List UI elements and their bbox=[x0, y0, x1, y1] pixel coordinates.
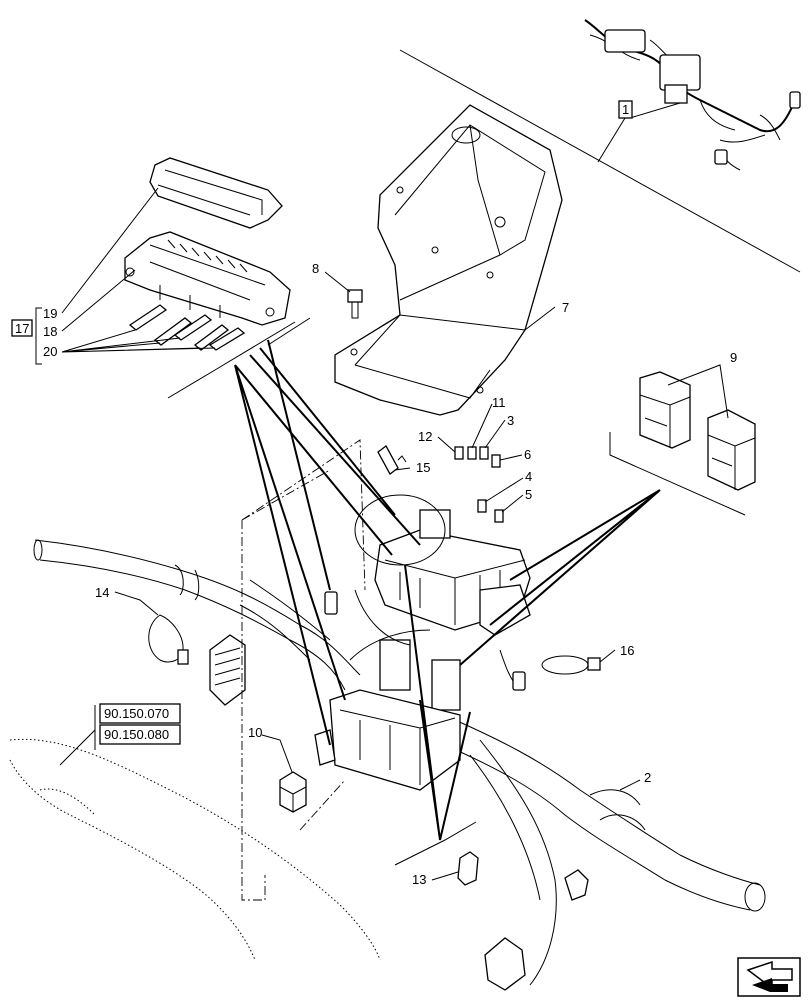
leader-bracket-top bbox=[167, 321, 296, 399]
callout-17: 17 bbox=[15, 321, 29, 336]
cable-tie-right bbox=[541, 655, 601, 675]
relay-group-bracket bbox=[609, 432, 746, 516]
diode-plug bbox=[377, 445, 407, 475]
callout-15: 15 bbox=[416, 460, 430, 475]
diagonal-separator-line bbox=[399, 49, 801, 273]
central-fuse-relay-assembly bbox=[314, 494, 531, 791]
callout-bracket bbox=[35, 307, 42, 365]
callout-1: 1 bbox=[622, 102, 629, 117]
leader-19 bbox=[61, 187, 159, 314]
leader-13 bbox=[431, 871, 459, 881]
callout-11: 11 bbox=[492, 395, 506, 410]
phantom-lines bbox=[241, 439, 366, 901]
callout-14: 14 bbox=[95, 585, 109, 600]
leader-6 bbox=[499, 454, 523, 461]
fuse-box-cover bbox=[149, 157, 283, 229]
relay-pair bbox=[639, 371, 756, 491]
leader-16 bbox=[599, 649, 616, 663]
leader-fan-right bbox=[459, 489, 661, 666]
main-harness bbox=[33, 539, 766, 986]
reference-box-a bbox=[99, 703, 181, 724]
leader-12 bbox=[437, 436, 456, 453]
leader-7 bbox=[524, 306, 556, 331]
callout-16: 16 bbox=[620, 643, 634, 658]
callout-12: 12 bbox=[418, 429, 432, 444]
leader-8 bbox=[324, 271, 351, 293]
callout-18: 18 bbox=[43, 324, 57, 339]
callout-4: 4 bbox=[525, 469, 532, 484]
reference-frame-outline bbox=[9, 738, 381, 961]
reference-b: 90.150.080 bbox=[104, 727, 169, 742]
callout-20: 20 bbox=[43, 344, 57, 359]
leader-11 bbox=[471, 403, 493, 449]
leader-18 bbox=[61, 269, 136, 332]
overview-harness-illustration bbox=[584, 19, 801, 171]
leader-bracket-bottom bbox=[394, 821, 477, 866]
callout-1-box bbox=[618, 100, 633, 119]
leader-20 bbox=[61, 329, 216, 353]
leader-5 bbox=[501, 494, 524, 513]
next-page-arrow-icon[interactable] bbox=[737, 957, 801, 997]
callout-17-box bbox=[11, 319, 33, 337]
leader-fan-top bbox=[249, 339, 421, 591]
callout-3: 3 bbox=[507, 413, 514, 428]
leader-10 bbox=[261, 734, 293, 773]
mini-relay bbox=[279, 771, 307, 813]
reference-a: 90.150.070 bbox=[104, 706, 169, 721]
leader-2 bbox=[619, 779, 641, 791]
leader-9 bbox=[667, 364, 729, 419]
cable-tie-left bbox=[148, 614, 189, 665]
leader-14 bbox=[114, 591, 159, 616]
leader-1 bbox=[597, 117, 626, 163]
leader-3 bbox=[484, 419, 506, 449]
leader-4 bbox=[484, 477, 524, 503]
mounting-bracket bbox=[334, 104, 563, 416]
callout-5: 5 bbox=[525, 487, 532, 502]
leader-1b bbox=[629, 102, 681, 119]
reference-leader bbox=[59, 705, 96, 766]
reference-box-b bbox=[99, 724, 181, 745]
connector-block bbox=[209, 634, 246, 706]
callout-19: 19 bbox=[43, 306, 57, 321]
callout-8: 8 bbox=[312, 261, 319, 276]
fuse-box-base bbox=[124, 231, 291, 326]
leader-fan-bottom bbox=[404, 564, 471, 841]
callout-9: 9 bbox=[730, 350, 737, 365]
leader-fan-left bbox=[234, 364, 393, 746]
leader-15 bbox=[394, 467, 411, 471]
terminal-housing bbox=[457, 851, 479, 886]
leader-bracket-top-b bbox=[267, 317, 311, 346]
bottom-connector bbox=[484, 869, 589, 991]
callout-2: 2 bbox=[644, 770, 651, 785]
callout-7: 7 bbox=[562, 300, 569, 315]
callout-13: 13 bbox=[412, 872, 426, 887]
callout-10: 10 bbox=[248, 725, 262, 740]
bolt bbox=[347, 289, 363, 319]
fuses bbox=[454, 446, 504, 523]
callout-6: 6 bbox=[524, 447, 531, 462]
